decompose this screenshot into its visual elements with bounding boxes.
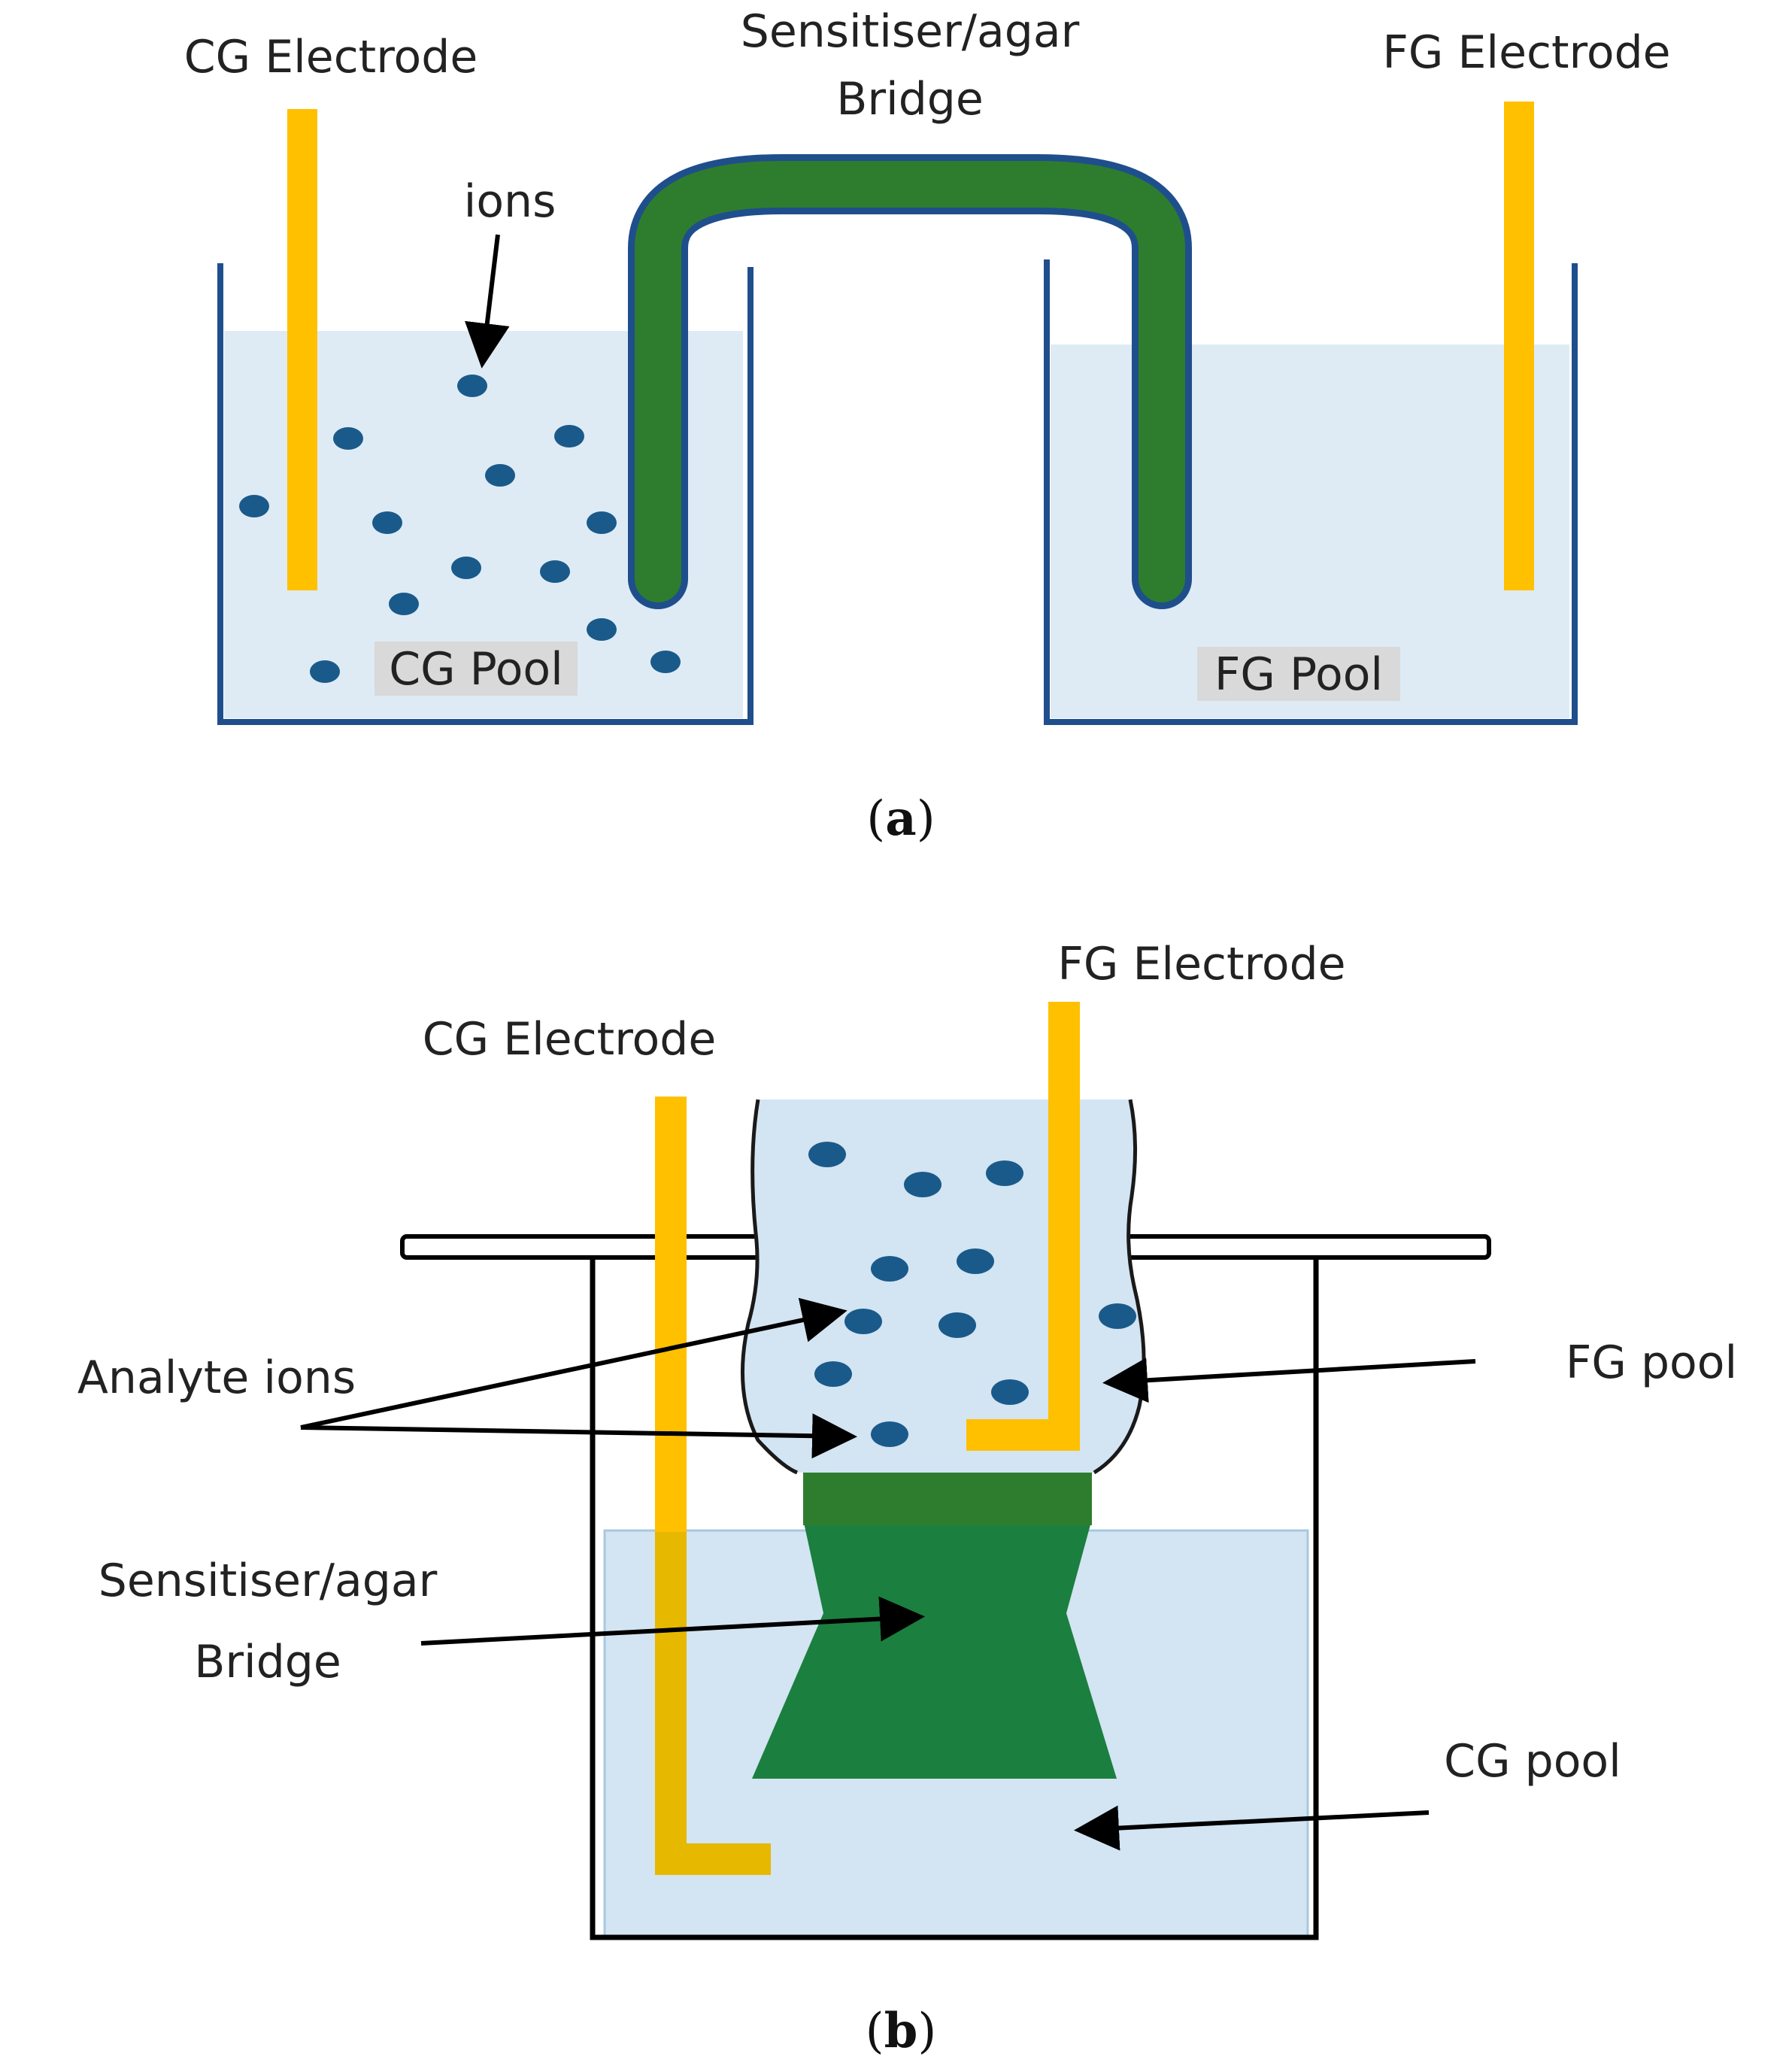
ions-label-a: ions (464, 175, 556, 228)
ion-dot (587, 511, 617, 534)
ion-dot (389, 593, 419, 615)
ion-dot (310, 660, 340, 683)
panel-a-caption: (a) (866, 790, 935, 847)
fg-electrode-b (966, 1002, 1080, 1451)
ion-dot (1099, 1303, 1136, 1329)
analyte-ions-arrow-lower (300, 1413, 857, 1459)
analyte-ions-label-b: Analyte ions (77, 1352, 356, 1404)
fg-pool-tube-b (742, 1100, 1145, 1473)
ion-dot (957, 1248, 994, 1274)
beaker-b (590, 1257, 1319, 1940)
ion-dot (372, 511, 402, 534)
ions-arrow-a (464, 234, 510, 369)
fg-pool-label-a: FG Pool (1214, 648, 1383, 701)
cg-electrode-b-submerged (655, 1532, 771, 1875)
ion-dot (587, 618, 617, 641)
cg-electrode-label-a: CG Electrode (184, 31, 478, 83)
fg-pool-label-b: FG pool (1566, 1336, 1737, 1389)
cg-electrode-a (287, 109, 317, 590)
salt-bridge-a (635, 161, 1185, 602)
ion-dot (554, 425, 584, 447)
arrows-b (300, 1297, 1476, 1851)
fg-tube-right-wall-b (1093, 1099, 1146, 1475)
bridge-label-a-line1: Sensitiser/agar (741, 5, 1080, 58)
ion-dot (451, 557, 481, 579)
bridge-top-band-b (803, 1473, 1092, 1525)
ion-dot (485, 464, 515, 487)
fg-pool-arrow (1102, 1358, 1476, 1403)
fg-electrode-label-a: FG Electrode (1382, 26, 1670, 79)
ion-dot (333, 427, 363, 450)
ion-dot (871, 1421, 908, 1447)
ion-dot (844, 1309, 882, 1334)
panel-b-caption: (b) (866, 2003, 937, 2059)
ions-group-b (808, 1142, 1136, 1447)
cg-vessel-a (217, 263, 754, 725)
ion-dot (540, 560, 570, 583)
ion-dot (871, 1256, 908, 1282)
panel-b: FG Electrode CG Electrode Analyte ions F… (77, 938, 1737, 2059)
fg-electrode-a (1504, 102, 1534, 590)
cg-pool-label-a: CG Pool (389, 643, 563, 696)
ions-group-a (239, 375, 681, 683)
ion-dot (457, 375, 487, 397)
ion-dot (650, 651, 681, 673)
bridge-label-b-line1: Sensitiser/agar (99, 1555, 438, 1607)
fg-tube-left-wall-b (740, 1099, 799, 1475)
ion-dot (239, 495, 269, 517)
fg-pool-label-bg-a (1197, 647, 1400, 701)
analyte-ions-arrow-upper (300, 1297, 848, 1430)
cg-pool-label-b: CG pool (1444, 1735, 1621, 1788)
ion-dot (814, 1361, 852, 1387)
cg-pool-arrow (1074, 1805, 1430, 1851)
ion-dot (991, 1379, 1029, 1405)
ion-dot (904, 1172, 941, 1197)
ion-dot (938, 1312, 976, 1338)
ion-dot (986, 1160, 1023, 1186)
fg-vessel-a (1044, 259, 1578, 725)
bridge-arrow-b (420, 1596, 925, 1646)
sensitiser-bridge-b (752, 1473, 1117, 1779)
cg-electrode-label-b: CG Electrode (423, 1013, 717, 1066)
bridge-label-a-line2: Bridge (836, 73, 984, 126)
fg-electrode-label-b: FG Electrode (1057, 938, 1345, 990)
cg-pool-label-bg-a (374, 642, 578, 696)
ion-dot (808, 1142, 846, 1167)
panel-a: CG Electrode Sensitiser/agar Bridge FG E… (184, 5, 1671, 847)
bridge-label-b-line2: Bridge (194, 1636, 341, 1688)
